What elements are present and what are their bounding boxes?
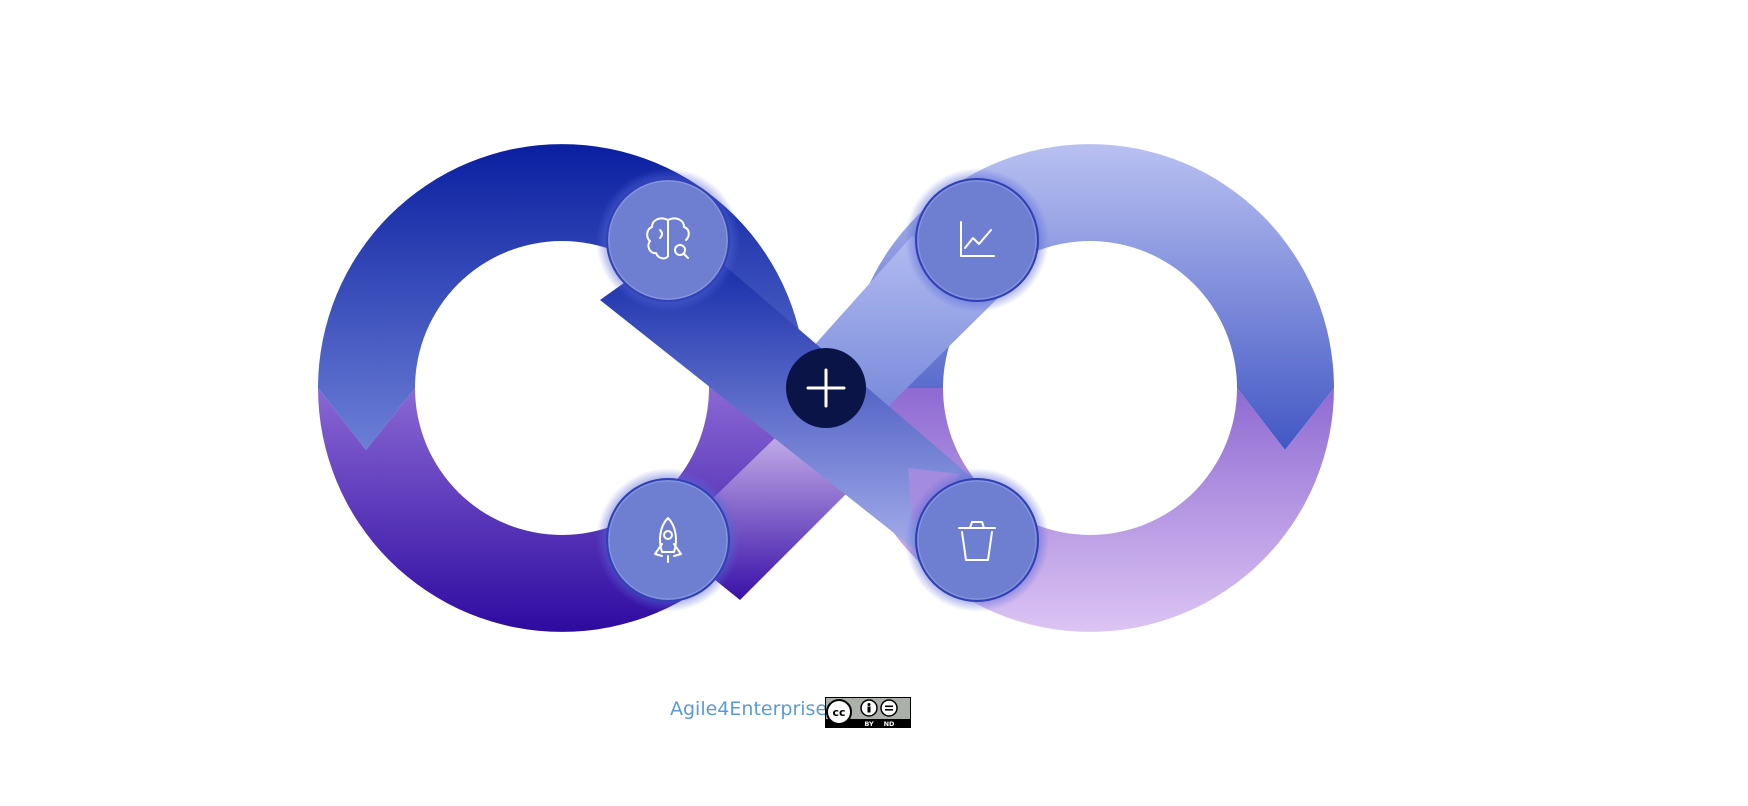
- node-rocket: [606, 478, 730, 602]
- cc-label-by: BY: [864, 720, 874, 728]
- cc-by-nd-icon: cc BY ND: [825, 697, 911, 728]
- brain-search-icon: [646, 217, 690, 260]
- line-chart-icon: [960, 221, 995, 257]
- center-plus-button[interactable]: [786, 348, 866, 428]
- node-trash: [915, 478, 1039, 602]
- node-brain-search: [606, 178, 730, 302]
- trash-icon: [958, 521, 996, 561]
- plus-icon: [806, 368, 846, 408]
- rocket-icon: [654, 517, 682, 563]
- node-chart: [915, 178, 1039, 302]
- svg-text:cc: cc: [832, 706, 845, 719]
- cc-label-nd: ND: [884, 720, 895, 728]
- brand-label: Agile4Enterprise: [670, 698, 828, 720]
